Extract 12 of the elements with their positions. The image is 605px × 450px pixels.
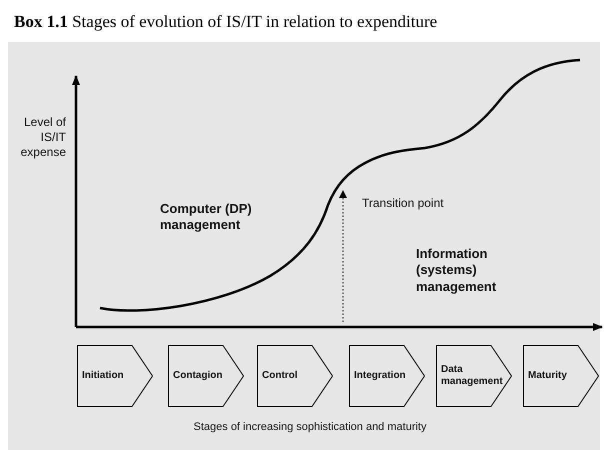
stage-box: Maturity	[523, 345, 599, 407]
region-label: Computer (DP) management	[160, 201, 253, 234]
stage-box: Data management	[436, 345, 512, 407]
figure-title: Box 1.1 Stages of evolution of IS/IT in relation to expenditure	[14, 12, 438, 32]
stage-box: Control	[257, 345, 333, 407]
axis-label: Level of IS/IT expense	[20, 115, 66, 160]
stage-box: Integration	[349, 345, 425, 407]
stage-box: Contagion	[168, 345, 244, 407]
stage-box: Initiation	[77, 345, 153, 407]
point-label: Transition point	[362, 196, 445, 211]
region-label: Information (systems) management	[416, 246, 498, 295]
axis-label: Stages of increasing sophistication and maturity	[192, 421, 428, 435]
